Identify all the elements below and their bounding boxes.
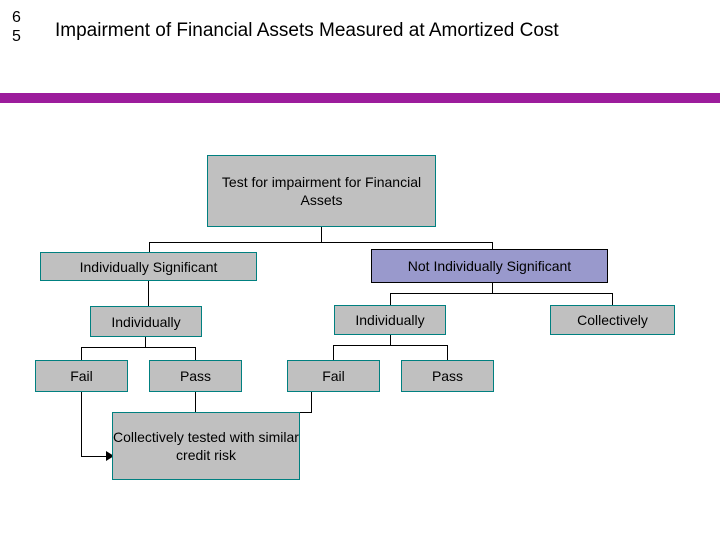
node-collectively-tested: Collectively tested with similar credit …: [112, 412, 300, 480]
node-right-fail-label: Fail: [322, 368, 345, 384]
connector-to-not-individually-significant: [492, 242, 493, 249]
connector-right-ind-stub: [390, 335, 391, 345]
page-title: Impairment of Financial Assets Measured …: [55, 20, 559, 41]
node-left-fail-label: Fail: [70, 368, 93, 384]
node-root: Test for impairment for Financial Assets: [207, 155, 436, 227]
connector-left-to-pass: [195, 347, 196, 360]
node-left-pass-label: Pass: [179, 368, 212, 384]
connector-left-fail-right: [81, 456, 106, 457]
arrow-head-icon: [106, 451, 114, 461]
connector-left-to-fail: [81, 347, 82, 360]
slide-number-line1: 6: [12, 9, 21, 26]
connector-right-pass-down: [311, 392, 312, 412]
node-right-individually-label: Individually: [355, 312, 425, 328]
node-collectively-label: Collectively: [577, 312, 648, 328]
header-divider: [0, 93, 720, 103]
node-root-label: Test for impairment for Financial Assets: [221, 174, 422, 208]
connector-right-to-pass: [447, 345, 448, 360]
connector-to-individually-significant: [149, 242, 150, 252]
node-not-individually-significant: Not Individually Significant: [371, 249, 608, 283]
node-individually-significant: Individually Significant: [40, 252, 257, 281]
connector-root-stub: [321, 227, 322, 242]
connector-left-fail-down: [81, 392, 82, 456]
node-individually-significant-label: Individually Significant: [79, 258, 218, 275]
node-left-pass: Pass: [149, 360, 242, 392]
connector-nis-to-collectively: [612, 293, 613, 305]
node-right-individually: Individually: [334, 305, 446, 335]
node-left-individually-label: Individually: [111, 313, 181, 330]
node-left-fail: Fail: [35, 360, 128, 392]
node-left-individually: Individually: [90, 306, 202, 337]
connector-right-to-fail: [333, 345, 334, 360]
connector-right-pass-in: [300, 412, 312, 413]
connector-is-to-individually: [148, 281, 149, 306]
connector-nis-to-individually: [390, 293, 391, 305]
slide-number-line2: 5: [12, 28, 21, 45]
node-collectively-tested-label: Collectively tested with similar credit …: [113, 429, 299, 463]
connector-left-pass-down: [195, 392, 196, 412]
connector-left-ind-split: [81, 347, 195, 348]
slide-number: 6 5: [12, 8, 32, 46]
connector-right-ind-split: [333, 345, 447, 346]
node-right-fail: Fail: [287, 360, 380, 392]
node-not-individually-significant-label: Not Individually Significant: [407, 258, 572, 274]
node-right-pass-label: Pass: [431, 368, 464, 384]
connector-nis-stub: [492, 283, 493, 293]
connector-nis-split: [390, 293, 612, 294]
connector-root-split: [149, 242, 492, 243]
node-right-pass: Pass: [401, 360, 494, 392]
connector-left-ind-stub: [145, 337, 146, 347]
node-collectively: Collectively: [550, 305, 675, 335]
